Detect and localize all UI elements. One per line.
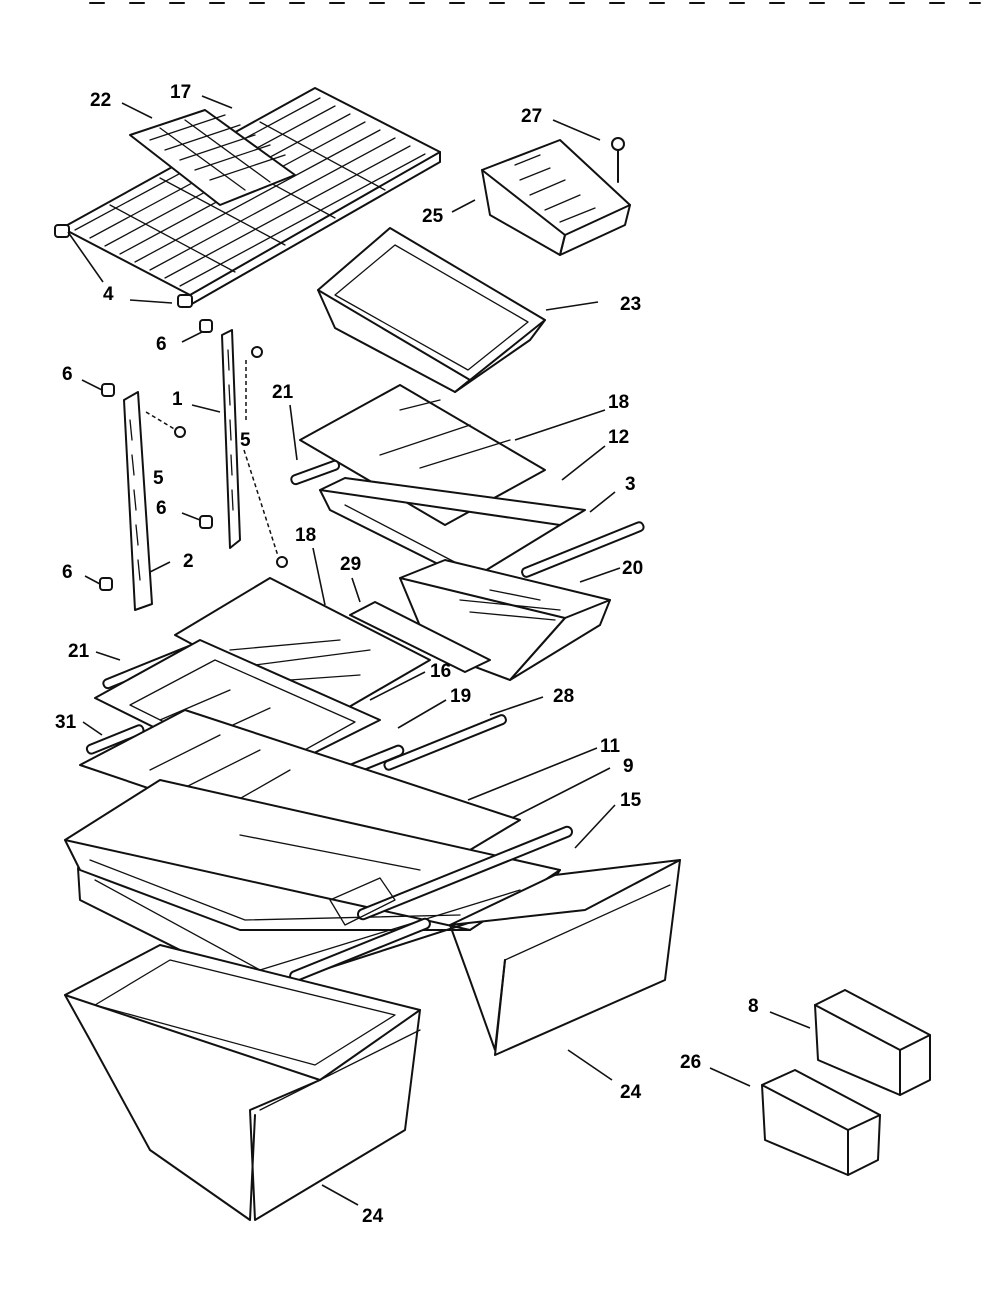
rail-3	[521, 521, 645, 578]
crisper-frame-9	[64, 779, 561, 931]
glass-shelf-18-lower	[174, 577, 431, 719]
label-26: 26	[680, 1052, 701, 1073]
label-6-b: 6	[62, 364, 73, 385]
crisper-drawer-24-left	[64, 944, 421, 1221]
dairy-cover-25	[481, 139, 631, 256]
label-24-a: 24	[620, 1082, 642, 1103]
label-18-a: 18	[608, 392, 629, 413]
label-23: 23	[620, 294, 641, 315]
label-12: 12	[608, 427, 629, 448]
label-28: 28	[553, 686, 574, 707]
glass-panel-29	[349, 601, 491, 673]
label-18-b: 18	[295, 525, 316, 546]
label-29: 29	[340, 554, 361, 575]
rail-15	[357, 825, 573, 921]
label-6-a: 6	[156, 334, 167, 355]
label-5-b: 5	[153, 468, 164, 489]
label-17: 17	[170, 82, 191, 103]
shelf-rail-21-upper	[290, 459, 341, 486]
label-20: 20	[622, 558, 643, 579]
label-6-d: 6	[62, 562, 73, 583]
shelf-end-caps-4	[54, 224, 193, 308]
rail-31	[85, 724, 145, 755]
label-5-a: 5	[240, 430, 251, 451]
label-15: 15	[620, 790, 642, 811]
ladder-caps-6	[99, 319, 213, 591]
leader-lines	[67, 95, 811, 1206]
label-21-b: 21	[68, 641, 90, 662]
label-1: 1	[172, 389, 183, 410]
rail-28	[383, 714, 507, 771]
shelf-ladder-1	[221, 329, 241, 549]
label-6-c: 6	[156, 498, 167, 519]
dairy-bin-23	[317, 227, 546, 393]
hinge-pin-27	[611, 137, 625, 183]
label-24-b: 24	[362, 1206, 384, 1227]
label-19: 19	[450, 686, 471, 707]
label-21-a: 21	[272, 382, 294, 403]
label-16: 16	[430, 661, 451, 682]
label-31: 31	[55, 712, 77, 733]
part-labels: 22 17 27 25 23 4 6 6 6 6 1 21 5 5 18 12 …	[55, 82, 759, 1227]
label-2: 2	[183, 551, 194, 572]
shelf-frame-12	[319, 477, 586, 581]
meat-drawer-20	[399, 559, 611, 681]
label-25: 25	[422, 206, 444, 227]
label-27: 27	[521, 106, 542, 127]
label-11: 11	[600, 736, 621, 757]
shelf-ladder-2	[123, 391, 153, 611]
label-22: 22	[90, 90, 111, 111]
label-3: 3	[625, 474, 636, 495]
door-bin-26	[761, 1069, 881, 1176]
label-4: 4	[103, 284, 114, 305]
label-9: 9	[623, 756, 634, 777]
crisper-drawer-24-right	[449, 859, 681, 1056]
door-bin-8	[814, 989, 931, 1096]
screws-5	[145, 346, 288, 568]
label-8: 8	[748, 996, 759, 1017]
egg-tray-22	[129, 109, 296, 206]
